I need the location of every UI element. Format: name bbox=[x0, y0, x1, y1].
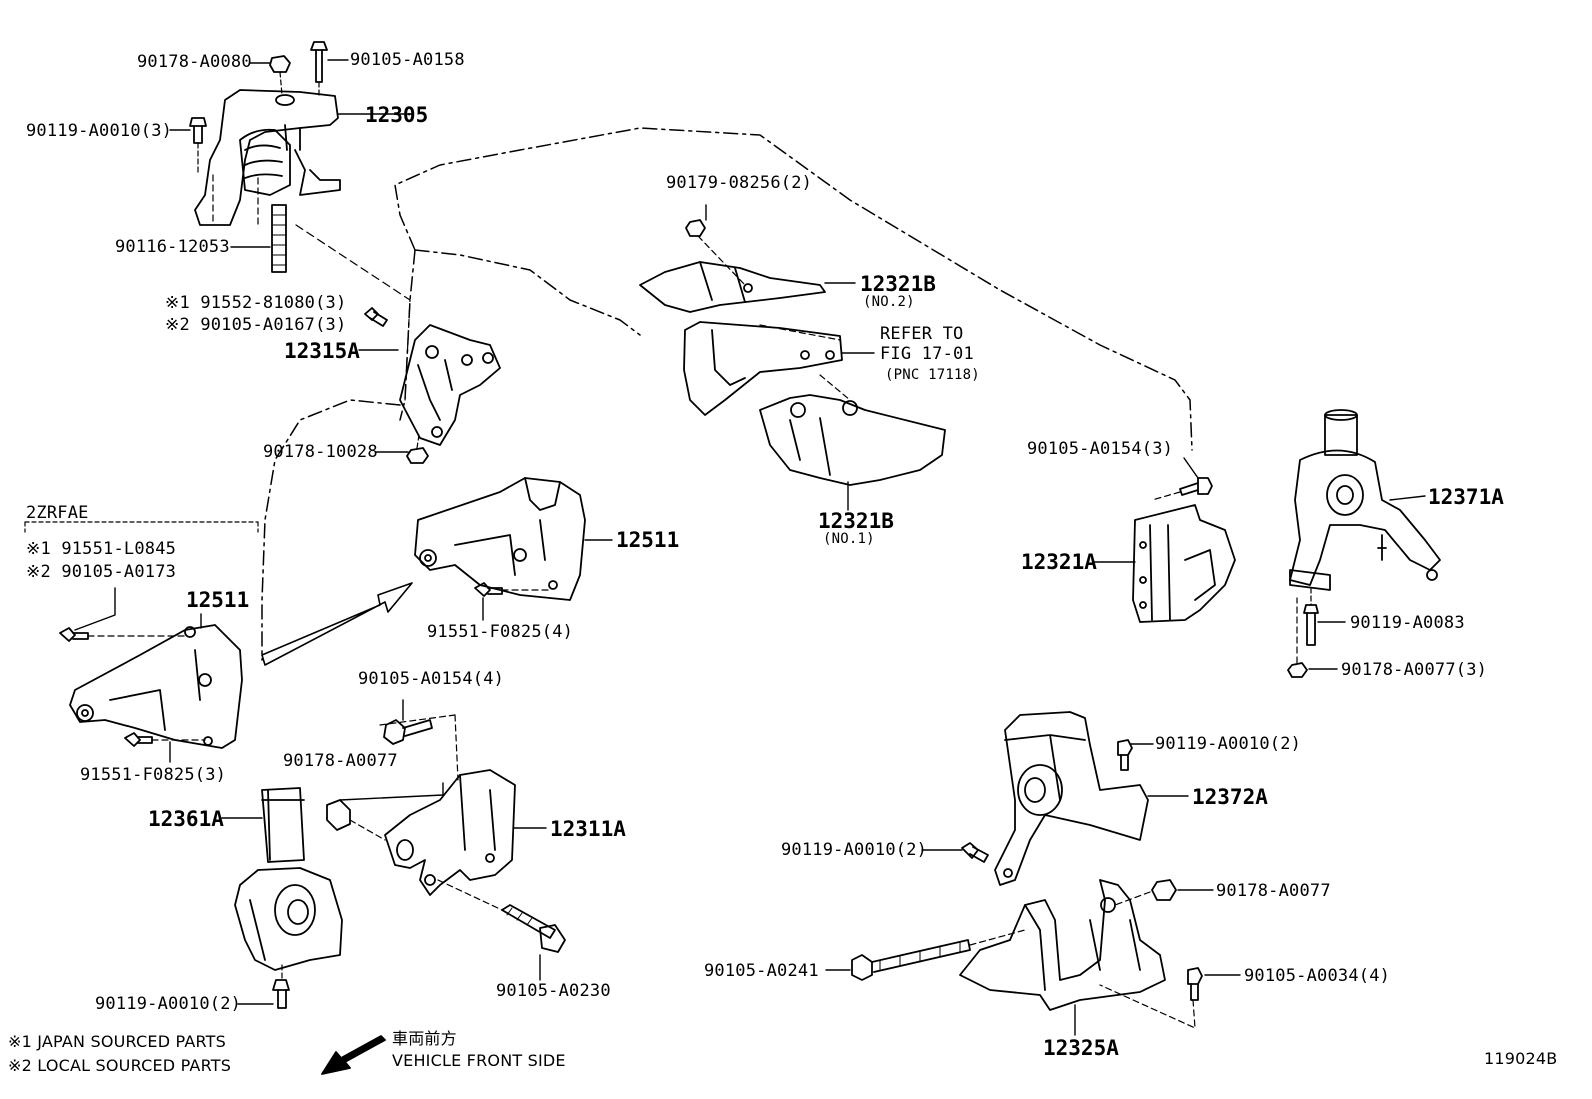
label-90105-a0034-4: 90105-A0034(4) bbox=[1244, 966, 1391, 986]
nut-90178-a0077-3 bbox=[1287, 597, 1308, 678]
label-90178-a0080: 90178-A0080 bbox=[137, 52, 252, 72]
bolt-91551-l0845 bbox=[59, 627, 186, 642]
bolt-90105-a0230 bbox=[437, 879, 566, 953]
label-12311a: 12311A bbox=[550, 817, 626, 841]
part-12315a-bracket bbox=[399, 324, 501, 446]
bolt-90119-a0010-2-r2 bbox=[961, 842, 989, 863]
bolt-90105-a0154-4 bbox=[383, 719, 433, 745]
part-12361a-mount bbox=[234, 787, 343, 971]
bolt-91552-81080 bbox=[364, 307, 388, 327]
label-refer-line1: REFER TO bbox=[880, 324, 964, 344]
bolt-90105-a0154-3 bbox=[1151, 477, 1213, 501]
bolt-90119-a0010-2-left bbox=[272, 964, 290, 1009]
part-12372a-mount bbox=[994, 711, 1149, 886]
nut-90178-a0077-right bbox=[1114, 879, 1177, 906]
label-91552-81080: ※1 91552-81080(3) bbox=[165, 293, 347, 313]
label-90178-10028: 90178-10028 bbox=[263, 442, 378, 462]
bolt-90105-a0241 bbox=[851, 929, 1026, 981]
vehicle-front-label-en: VEHICLE FRONT SIDE bbox=[392, 1051, 566, 1070]
label-90178-a0077-3: 90178-A0077(3) bbox=[1341, 660, 1488, 680]
label-90119-a0010-2-r2: 90119-A0010(2) bbox=[781, 840, 928, 860]
bolt-90105-a0158 bbox=[310, 41, 328, 99]
label-90116-12053: 90116-12053 bbox=[115, 237, 230, 257]
label-90105-a0154-4: 90105-A0154(4) bbox=[358, 669, 505, 689]
label-90105-a0158: 90105-A0158 bbox=[350, 50, 465, 70]
bolt-91551-f0825-4 bbox=[474, 582, 549, 597]
label-12361a: 12361A bbox=[148, 807, 224, 831]
label-12321a: 12321A bbox=[1021, 550, 1097, 574]
nut-90178-10028 bbox=[406, 434, 429, 464]
label-12372a: 12372A bbox=[1192, 785, 1268, 809]
stud-90116-12053 bbox=[271, 204, 411, 401]
label-12325a: 12325A bbox=[1043, 1036, 1119, 1060]
nut-90178-a0077-mid bbox=[326, 799, 386, 841]
part-12511-left-bracket bbox=[69, 624, 243, 749]
label-90119-a0010-2-r1: 90119-A0010(2) bbox=[1155, 734, 1302, 754]
note-local-sourced: ※2 LOCAL SOURCED PARTS bbox=[8, 1056, 232, 1075]
label-90179-08256: 90179-08256(2) bbox=[666, 173, 813, 193]
bolt-90119-a0010-3 bbox=[189, 117, 207, 176]
part-12511-right-bracket bbox=[414, 477, 586, 601]
transfer-arrow bbox=[261, 582, 413, 666]
label-90119-a0010-3: 90119-A0010(3) bbox=[26, 121, 173, 141]
label-90119-a0010-2-left: 90119-A0010(2) bbox=[95, 994, 242, 1014]
label-91551-f0825-4: 91551-F0825(4) bbox=[427, 622, 574, 642]
engine-code-bracket bbox=[24, 521, 259, 533]
label-12511-left: 12511 bbox=[186, 588, 250, 612]
label-12321b-no2: 12321B bbox=[860, 272, 936, 296]
vehicle-front-label-jp: 車両前方 bbox=[392, 1029, 457, 1048]
engine-outline bbox=[261, 127, 1193, 661]
leader-lines bbox=[74, 59, 1426, 1036]
label-90105-a0241: 90105-A0241 bbox=[704, 961, 819, 981]
label-12321b-no1-sub: (NO.1) bbox=[823, 531, 875, 547]
label-91551-l0845: ※1 91551-L0845 bbox=[26, 539, 177, 559]
part-12371a-mount bbox=[1289, 409, 1441, 591]
label-12315a: 12315A bbox=[284, 339, 360, 363]
part-12311a-bracket bbox=[379, 714, 516, 896]
label-engine-code: 2ZRFAE bbox=[26, 503, 89, 523]
label-90105-a0230: 90105-A0230 bbox=[496, 981, 611, 1001]
label-90105-a0167: ※2 90105-A0167(3) bbox=[165, 315, 347, 335]
label-refer-line2: FIG 17-01 bbox=[880, 344, 974, 364]
label-90105-a0154-3: 90105-A0154(3) bbox=[1027, 439, 1174, 459]
label-90105-a0173: ※2 90105-A0173 bbox=[26, 562, 177, 582]
part-12321b-no1 bbox=[759, 374, 946, 486]
part-12325a-mount bbox=[959, 879, 1166, 1011]
label-12511-right: 12511 bbox=[616, 528, 680, 552]
part-12321b-fig-ref bbox=[683, 321, 843, 416]
nut-90178-a0080 bbox=[269, 55, 291, 96]
part-12321b-no2 bbox=[639, 261, 826, 313]
label-90178-a0077-mid: 90178-A0077 bbox=[283, 751, 398, 771]
nut-90179-08256 bbox=[685, 219, 746, 286]
label-12371a: 12371A bbox=[1428, 485, 1504, 509]
label-12321b-no1: 12321B bbox=[818, 509, 894, 533]
label-91551-f0825-3: 91551-F0825(3) bbox=[80, 765, 227, 785]
note-japan-sourced: ※1 JAPAN SOURCED PARTS bbox=[8, 1032, 227, 1051]
label-12321b-no2-sub: (NO.2) bbox=[863, 294, 915, 310]
label-90178-a0077-right: 90178-A0077 bbox=[1216, 881, 1331, 901]
part-12321a-bracket bbox=[1132, 504, 1236, 623]
label-90119-a0083: 90119-A0083 bbox=[1350, 613, 1465, 633]
bolt-90119-a0010-2-r1 bbox=[1117, 739, 1133, 771]
bolt-90105-a0034-4 bbox=[1099, 967, 1203, 1029]
part-12305-mount bbox=[194, 89, 341, 226]
bolt-90119-a0083 bbox=[1303, 587, 1319, 646]
figure-number: 119024B bbox=[1484, 1049, 1558, 1068]
label-refer-line3: (PNC 17118) bbox=[885, 367, 980, 383]
label-12305: 12305 bbox=[365, 103, 429, 127]
bolt-91551-f0825-3 bbox=[124, 732, 206, 747]
vehicle-front-arrow bbox=[321, 1035, 386, 1075]
